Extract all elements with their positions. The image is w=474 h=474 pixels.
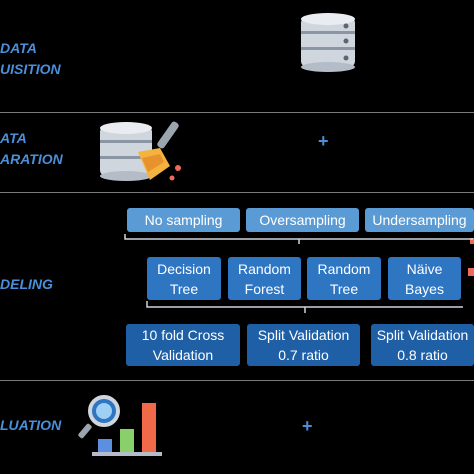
section-divider — [0, 112, 474, 113]
sampling-box-undersampling: Undersampling — [365, 208, 474, 232]
sampling-box-no-sampling: No sampling — [127, 208, 240, 232]
database-icon — [301, 13, 355, 72]
classifier-box-random-tree: Random Tree — [307, 257, 381, 300]
data-cleaning-icon — [100, 121, 181, 181]
classifier-box-decision-tree: Decision Tree — [147, 257, 221, 300]
validation-box-split-0-8: Split Validation 0.8 ratio — [371, 324, 474, 366]
validation-box-cross-validation: 10 fold Cross Validation — [126, 324, 240, 366]
classifier-box-random-forest: Random Forest — [228, 257, 301, 300]
edge-marker — [468, 268, 474, 276]
grouping-bracket — [146, 301, 463, 313]
section-divider — [0, 192, 474, 193]
edge-marker — [470, 238, 474, 244]
plus-sign: + — [318, 131, 329, 151]
classifier-box-naive-bayes: Näive Bayes — [388, 257, 461, 300]
stage-label-evaluation: LUATION — [0, 417, 62, 433]
stage-label-modeling: DELING — [0, 276, 53, 292]
plus-sign: + — [302, 416, 313, 436]
section-divider — [0, 380, 474, 381]
analytics-chart-icon — [78, 395, 162, 456]
sampling-box-oversampling: Oversampling — [246, 208, 359, 232]
grouping-bracket — [124, 234, 473, 244]
stage-label-preparation: ATA ARATION — [0, 130, 63, 167]
stage-label-acquisition: DATA UISITION — [0, 40, 61, 77]
validation-box-split-0-7: Split Validation 0.7 ratio — [247, 324, 360, 366]
